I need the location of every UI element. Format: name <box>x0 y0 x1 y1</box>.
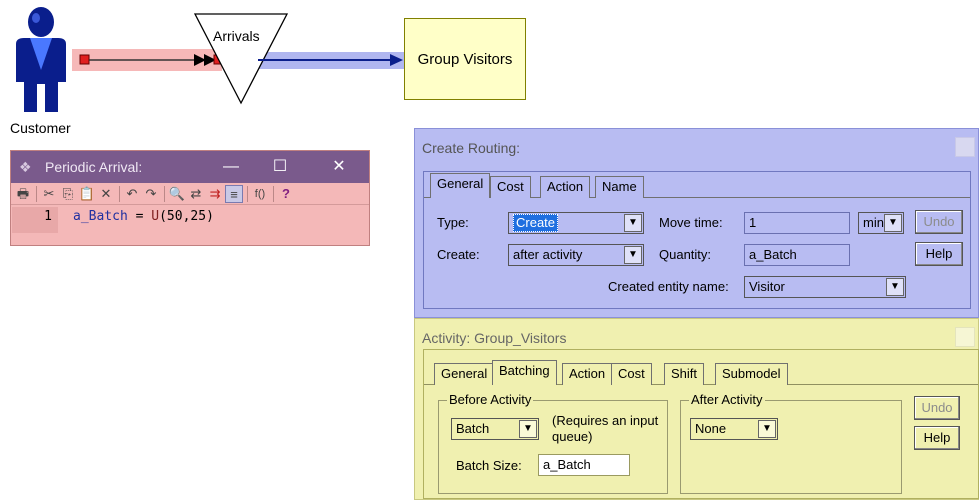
tab-action[interactable]: Action <box>562 363 613 385</box>
tab-shift[interactable]: Shift <box>664 363 705 385</box>
format-icon[interactable]: ≡ <box>225 184 243 203</box>
cut-icon[interactable]: ✂ <box>43 185 55 201</box>
group-visitors-activity[interactable]: Group Visitors <box>404 18 526 100</box>
tab-cost[interactable]: Cost <box>611 363 652 385</box>
move-time-unit-select[interactable]: min ▼ <box>858 212 904 234</box>
create-select[interactable]: after activity ▼ <box>508 244 644 266</box>
periodic-arrival-titlebar[interactable]: ❖ Periodic Arrival: — ☐ ✕ <box>11 151 369 183</box>
print-icon[interactable]: 🖶 <box>16 185 30 201</box>
route-arrowhead <box>390 54 403 66</box>
batch-size-label: Batch Size: <box>456 458 522 473</box>
chevron-down-icon[interactable]: ▼ <box>884 214 902 232</box>
undo-button[interactable]: Undo <box>915 210 963 234</box>
undo-button[interactable]: Undo <box>914 396 960 420</box>
periodic-arrival-title: Periodic Arrival: <box>45 159 143 175</box>
script-icon: ❖ <box>19 158 32 175</box>
help-icon[interactable]: ? <box>282 185 290 201</box>
undo-icon[interactable]: ↶ <box>126 185 138 201</box>
tab-name[interactable]: Name <box>595 176 644 198</box>
activity-content: General Batching Action Cost Shift Submo… <box>423 349 979 499</box>
help-button[interactable]: Help <box>914 426 960 450</box>
chevron-down-icon[interactable]: ▼ <box>624 214 642 232</box>
after-activity-group: After Activity <box>680 392 902 494</box>
before-activity-group: Before Activity <box>438 392 668 494</box>
before-activity-legend: Before Activity <box>447 392 534 407</box>
move-time-input[interactable]: 1 <box>744 212 850 234</box>
replace-icon[interactable]: ⇄ <box>190 185 202 201</box>
minimize-button[interactable]: — <box>223 158 239 175</box>
tab-submodel[interactable]: Submodel <box>715 363 788 385</box>
group-visitors-label: Group Visitors <box>417 50 513 68</box>
maximize-button[interactable]: ☐ <box>272 158 288 175</box>
create-routing-title: Create Routing: <box>422 140 521 156</box>
indent-icon[interactable]: ⇉ <box>209 185 221 201</box>
activity-title: Activity: Group_Visitors <box>422 330 567 346</box>
chevron-down-icon[interactable]: ▼ <box>624 246 642 264</box>
arrivals-label: Arrivals <box>213 28 260 44</box>
close-button[interactable]: ✕ <box>332 158 346 175</box>
close-icon[interactable] <box>955 137 975 157</box>
entity-name-select[interactable]: Visitor ▼ <box>744 276 906 298</box>
redo-icon[interactable]: ↷ <box>145 185 157 201</box>
process-diagram <box>16 7 404 112</box>
before-activity-select[interactable]: Batch ▼ <box>451 418 539 440</box>
entity-name-label: Created entity name: <box>608 279 729 294</box>
delete-icon[interactable]: ✕ <box>100 185 112 201</box>
line-number: 1 <box>12 207 58 233</box>
arrivals-triangle[interactable] <box>193 13 289 105</box>
route-start-handle[interactable] <box>79 54 90 65</box>
quantity-label: Quantity: <box>659 247 712 262</box>
find-icon[interactable]: 🔍 <box>168 185 186 201</box>
tab-batching[interactable]: Batching <box>492 360 557 385</box>
after-activity-select[interactable]: None ▼ <box>690 418 778 440</box>
code-operator: = <box>127 209 152 224</box>
activity-panel: Activity: Group_Visitors General Batchin… <box>414 318 979 500</box>
chevron-down-icon[interactable]: ▼ <box>758 420 776 438</box>
customer-label: Customer <box>10 120 71 136</box>
quantity-input[interactable]: a_Batch <box>744 244 850 266</box>
function-icon[interactable]: f() <box>254 187 266 200</box>
help-button[interactable]: Help <box>915 242 963 266</box>
chevron-down-icon[interactable]: ▼ <box>886 278 904 296</box>
create-label: Create: <box>437 247 480 262</box>
chevron-down-icon[interactable]: ▼ <box>519 420 537 438</box>
customer-icon[interactable] <box>16 7 66 112</box>
tab-cost[interactable]: Cost <box>490 176 531 198</box>
code-variable: a_Batch <box>73 209 128 224</box>
code-editor[interactable]: 1 a_Batch = U(50,25) <box>11 205 369 233</box>
copy-icon[interactable]: ⎘ <box>62 185 74 201</box>
paste-icon[interactable]: 📋 <box>78 185 96 201</box>
create-routing-content: General Cost Action Name Type: Create ▼ … <box>423 171 971 309</box>
move-time-label: Move time: <box>659 215 723 230</box>
create-routing-panel: Create Routing: General Cost Action Name… <box>414 128 979 318</box>
tab-general[interactable]: General <box>430 173 491 198</box>
requires-queue-note: (Requires an input queue) <box>552 413 659 444</box>
code-args: (50,25) <box>159 209 214 224</box>
code-function: U <box>151 209 160 224</box>
route-arrowhead <box>194 54 206 66</box>
type-label: Type: <box>437 215 469 230</box>
tab-general[interactable]: General <box>434 363 495 385</box>
editor-toolbar: 🖶 ✂ ⎘ 📋 ✕ ↶ ↷ 🔍 ⇄ ⇉ ≡ f() ? <box>11 183 369 205</box>
tab-action[interactable]: Action <box>540 176 591 198</box>
code-line[interactable]: a_Batch = U(50,25) <box>73 207 214 227</box>
route-arrowhead <box>204 54 216 66</box>
periodic-arrival-window: ❖ Periodic Arrival: — ☐ ✕ 🖶 ✂ ⎘ 📋 ✕ ↶ ↷ … <box>10 150 370 246</box>
type-select[interactable]: Create ▼ <box>508 212 644 234</box>
close-icon[interactable] <box>955 327 975 347</box>
batch-size-input[interactable]: a_Batch <box>538 454 630 476</box>
after-activity-legend: After Activity <box>689 392 765 407</box>
